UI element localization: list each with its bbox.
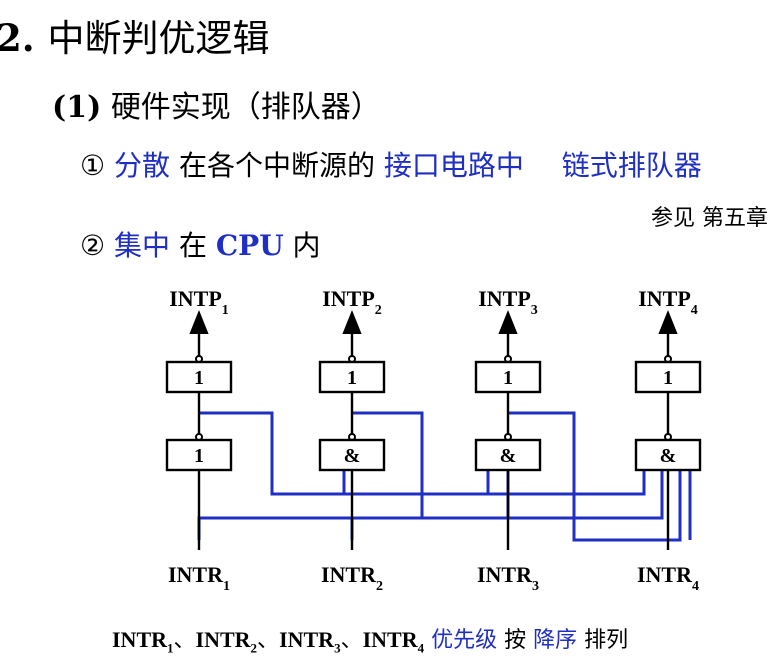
top-gate-1 [165,360,233,394]
intr-label-3-subscript: 3 [532,579,539,594]
bottom-gate-symbol-2: & [344,445,361,467]
intp-label-4: INTP4 [638,286,698,318]
footer-intr-3: INTR3 [279,627,341,656]
intr-label-1: INTR1 [168,562,230,594]
footer-intr-4: INTR4 [362,627,425,656]
top-gate-symbol-2: 1 [347,367,357,389]
priority-wire-2 [197,470,664,540]
item1-keyword: 分散 [114,149,171,182]
priority-wire-3 [352,411,424,518]
footer-intr-2: INTR2 [195,627,258,656]
bottom-gate-1 [165,438,233,472]
priority-wire-1 [199,411,646,496]
intp-label-2-subscript: 2 [375,303,382,318]
intr-label-4-subscript: 4 [692,579,699,594]
item2-text: 在 [178,229,207,262]
intp-label-2-text: INTP [322,286,375,311]
intr-label-4-text: INTR [637,562,693,587]
footer-separator: 、 [257,628,280,653]
item1-highlight: 接口电路中 [383,149,524,182]
intr-label-2-subscript: 2 [376,579,383,594]
top-gate-symbol-3: 1 [503,367,513,389]
item2-keyword: 集中 [114,229,171,262]
intr-label-2-text: INTR [321,562,377,587]
footer-intr-sub-2: 2 [250,640,258,656]
intp-label-2: INTP2 [322,286,382,318]
footer-intr-text-2: INTR [195,627,251,652]
intr-label-2: INTR2 [321,562,383,594]
top-gate-symbol-4: 1 [663,367,673,389]
bottom-gate-3 [474,438,542,472]
item2-cpu: CPU [215,229,284,262]
subsection-number: (1) [52,90,102,125]
footer-intr-sub-1: 1 [167,640,174,656]
subsection-heading: (1) 硬件实现（排队器） [52,82,381,126]
section-number: 2. [0,16,35,60]
footer-intr-text-3: INTR [279,627,335,652]
subsection-text: 硬件实现（排队器） [110,90,381,125]
item2-text-end: 内 [292,229,321,262]
footer-intr-1: INTR1 [112,627,174,656]
intp-label-4-subscript: 4 [691,303,698,318]
item1-marker: ① [80,149,106,182]
intp-label-3-subscript: 3 [531,303,538,318]
top-gate-2 [318,360,386,394]
intr-label-4: INTR4 [637,562,699,594]
top-gate-symbol-1: 1 [194,367,204,389]
priority-wire-6 [508,411,682,542]
descending-word: 降序 [533,628,578,653]
section-title-text: 中断判优逻辑 [47,17,270,60]
footer-separator: 、 [173,628,196,653]
item1-right-text: 链式排队器 [561,149,702,182]
footer-text-a: 按 [504,628,527,653]
intr-label-1-text: INTR [168,562,224,587]
intp-label-1-subscript: 1 [222,303,229,318]
item1-text: 在各个中断源的 [178,149,375,182]
top-gate-3 [474,360,542,394]
intr-label-1-subscript: 1 [223,579,230,594]
intp-label-3-text: INTP [478,286,531,311]
intp-label-4-text: INTP [638,286,691,311]
footer-intr-sub-4: 4 [417,640,425,656]
bottom-gate-2 [318,438,386,472]
top-gate-4 [634,360,702,394]
footer-intr-text-1: INTR [112,627,168,652]
intr-label-3-text: INTR [477,562,533,587]
footer-separator: 、 [340,628,363,653]
footer-text-b: 排列 [584,628,629,653]
section-title: 2. 中断判优逻辑 [0,8,270,62]
item-centralized: ② 集中 在 CPU 内 [80,224,321,264]
intp-label-3: INTP3 [478,286,538,318]
chapter-reference: 参见 第五章 [651,206,768,231]
priority-order-note: INTR1、INTR2、INTR3、INTR4 优先级 按 降序 排列 [112,622,628,656]
intp-label-1: INTP1 [169,286,229,318]
bottom-gate-symbol-3: & [500,445,517,467]
bottom-gate-4 [634,438,702,472]
bottom-gate-symbol-1: 1 [194,445,204,467]
item2-marker: ② [80,229,106,262]
intr-label-3: INTR3 [477,562,539,594]
intp-label-1-text: INTP [169,286,222,311]
footer-intr-sub-3: 3 [334,640,341,656]
footer-intr-text-4: INTR [362,627,418,652]
item-distributed: ① 分散 在各个中断源的 接口电路中 链式排队器 [80,144,702,184]
bottom-gate-symbol-4: & [660,445,677,467]
priority-word: 优先级 [431,628,498,653]
